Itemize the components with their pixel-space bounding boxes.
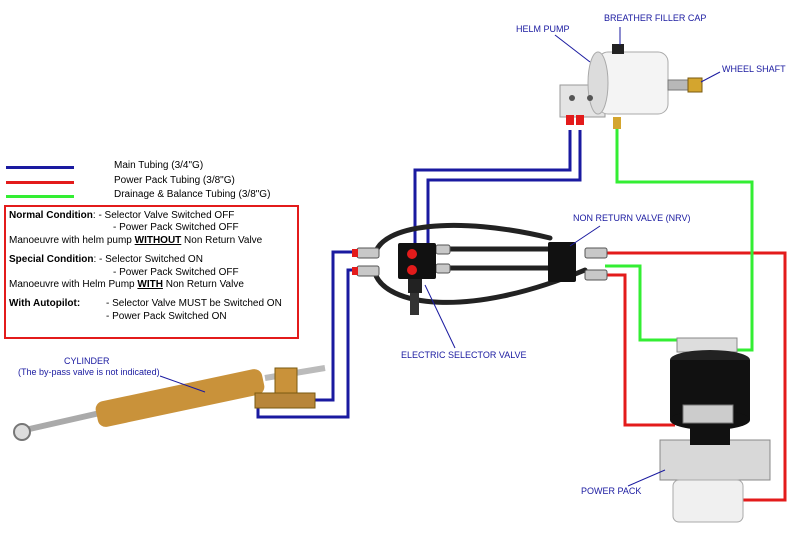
normal-text-2: - Power Pack Switched OFF xyxy=(113,222,239,234)
label-helm-pump: HELM PUMP xyxy=(516,24,570,34)
conditions-box: Normal Condition: - Selector Valve Switc… xyxy=(4,205,299,339)
special-text-3c: Non Return Valve xyxy=(162,278,244,290)
drain-tube-helm xyxy=(615,125,754,352)
normal-title: Normal Condition xyxy=(9,210,93,221)
legend-main-label: Main Tubing (3/4"G) xyxy=(114,160,204,171)
special-line-2: - Power Pack Switched OFF xyxy=(9,267,297,279)
label-leaders xyxy=(159,27,721,487)
auto-line-1: With Autopilot: - Selector Valve MUST be … xyxy=(9,298,297,310)
nrv-shape xyxy=(548,242,576,282)
normal-line-1: Normal Condition: - Selector Valve Switc… xyxy=(9,210,297,222)
special-text-3b: WITH xyxy=(137,278,163,290)
normal-text-3a: Manoeuvre with helm pump xyxy=(9,234,135,246)
legend-power-line xyxy=(6,181,74,184)
power-pack-tubing xyxy=(605,251,787,502)
normal-text-3c: Non Return Valve xyxy=(181,234,263,246)
main-tube-helm-left xyxy=(413,130,572,252)
main-tube-cylinder-b xyxy=(256,268,358,419)
power-tube-lower xyxy=(605,273,675,427)
special-title: Special Condition xyxy=(9,254,94,266)
legend-power-label: Power Pack Tubing (3/8"G) xyxy=(114,175,235,186)
normal-line-3: Manoeuvre with helm pump WITHOUT Non Ret… xyxy=(9,235,297,247)
normal-text-1: : - Selector Valve Switched OFF xyxy=(92,210,235,221)
normal-text-3b: WITHOUT xyxy=(134,234,182,246)
hose-bottom xyxy=(372,267,588,305)
label-wheel-shaft: WHEEL SHAFT xyxy=(722,64,786,74)
label-nrv: NON RETURN VALVE (NRV) xyxy=(573,213,691,223)
legend-drainage-label: Drainage & Balance Tubing (3/8"G) xyxy=(114,189,271,200)
special-text-3a: Manoeuvre with Helm Pump xyxy=(9,278,138,290)
helm-pump-shape xyxy=(559,44,703,129)
main-tube-cylinder-a xyxy=(312,250,358,402)
special-line-1: Special Condition: - Selector Switched O… xyxy=(9,254,297,266)
auto-title: With Autopilot: xyxy=(9,298,81,310)
legend-main-line xyxy=(6,166,74,169)
normal-line-2: - Power Pack Switched OFF xyxy=(9,222,297,234)
selector-valve-shape xyxy=(398,243,436,315)
label-selector-valve: ELECTRIC SELECTOR VALVE xyxy=(401,350,527,360)
drainage-tubing xyxy=(605,125,754,352)
label-cylinder-note: (The by-pass valve is not indicated) xyxy=(18,367,160,377)
special-text-2: - Power Pack Switched OFF xyxy=(113,266,239,278)
auto-text-2: - Power Pack Switched ON xyxy=(106,310,227,322)
label-cylinder: CYLINDER xyxy=(64,356,110,366)
label-power-pack: POWER PACK xyxy=(581,486,642,496)
auto-text-1: - Selector Valve MUST be Switched ON xyxy=(106,298,282,310)
auto-line-2: - Power Pack Switched ON xyxy=(9,311,297,323)
hoses xyxy=(372,222,588,305)
main-tube-helm-right xyxy=(426,130,582,252)
power-pack-shape xyxy=(659,337,771,523)
main-tubing xyxy=(256,130,582,419)
legend-drainage-line xyxy=(6,195,74,198)
power-tube-upper xyxy=(605,251,787,502)
special-line-3: Manoeuvre with Helm Pump WITH Non Return… xyxy=(9,279,297,291)
special-text-1: : - Selector Switched ON xyxy=(93,254,203,266)
drain-tube-nrv xyxy=(605,264,700,342)
hose-top xyxy=(372,222,553,258)
cylinder-shape xyxy=(13,365,326,441)
label-breather-filler-cap: BREATHER FILLER CAP xyxy=(604,13,707,23)
